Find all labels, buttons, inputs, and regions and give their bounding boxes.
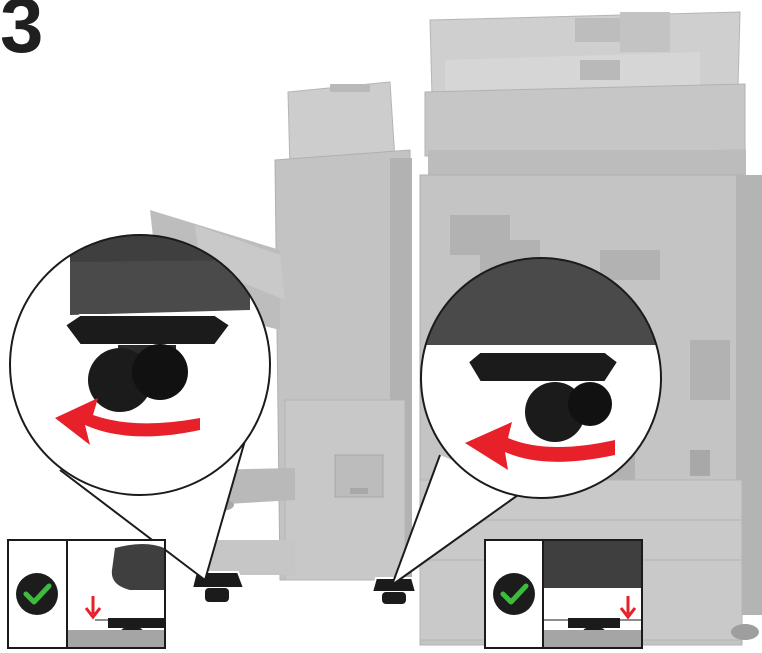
check-badge-icon [16, 573, 58, 615]
leveling-foot [65, 315, 230, 345]
leveling-foot [468, 352, 618, 382]
inset-left [8, 540, 165, 648]
check-badge-icon [493, 573, 535, 615]
inset-right [485, 540, 642, 648]
zoom-callout-left [10, 235, 270, 495]
